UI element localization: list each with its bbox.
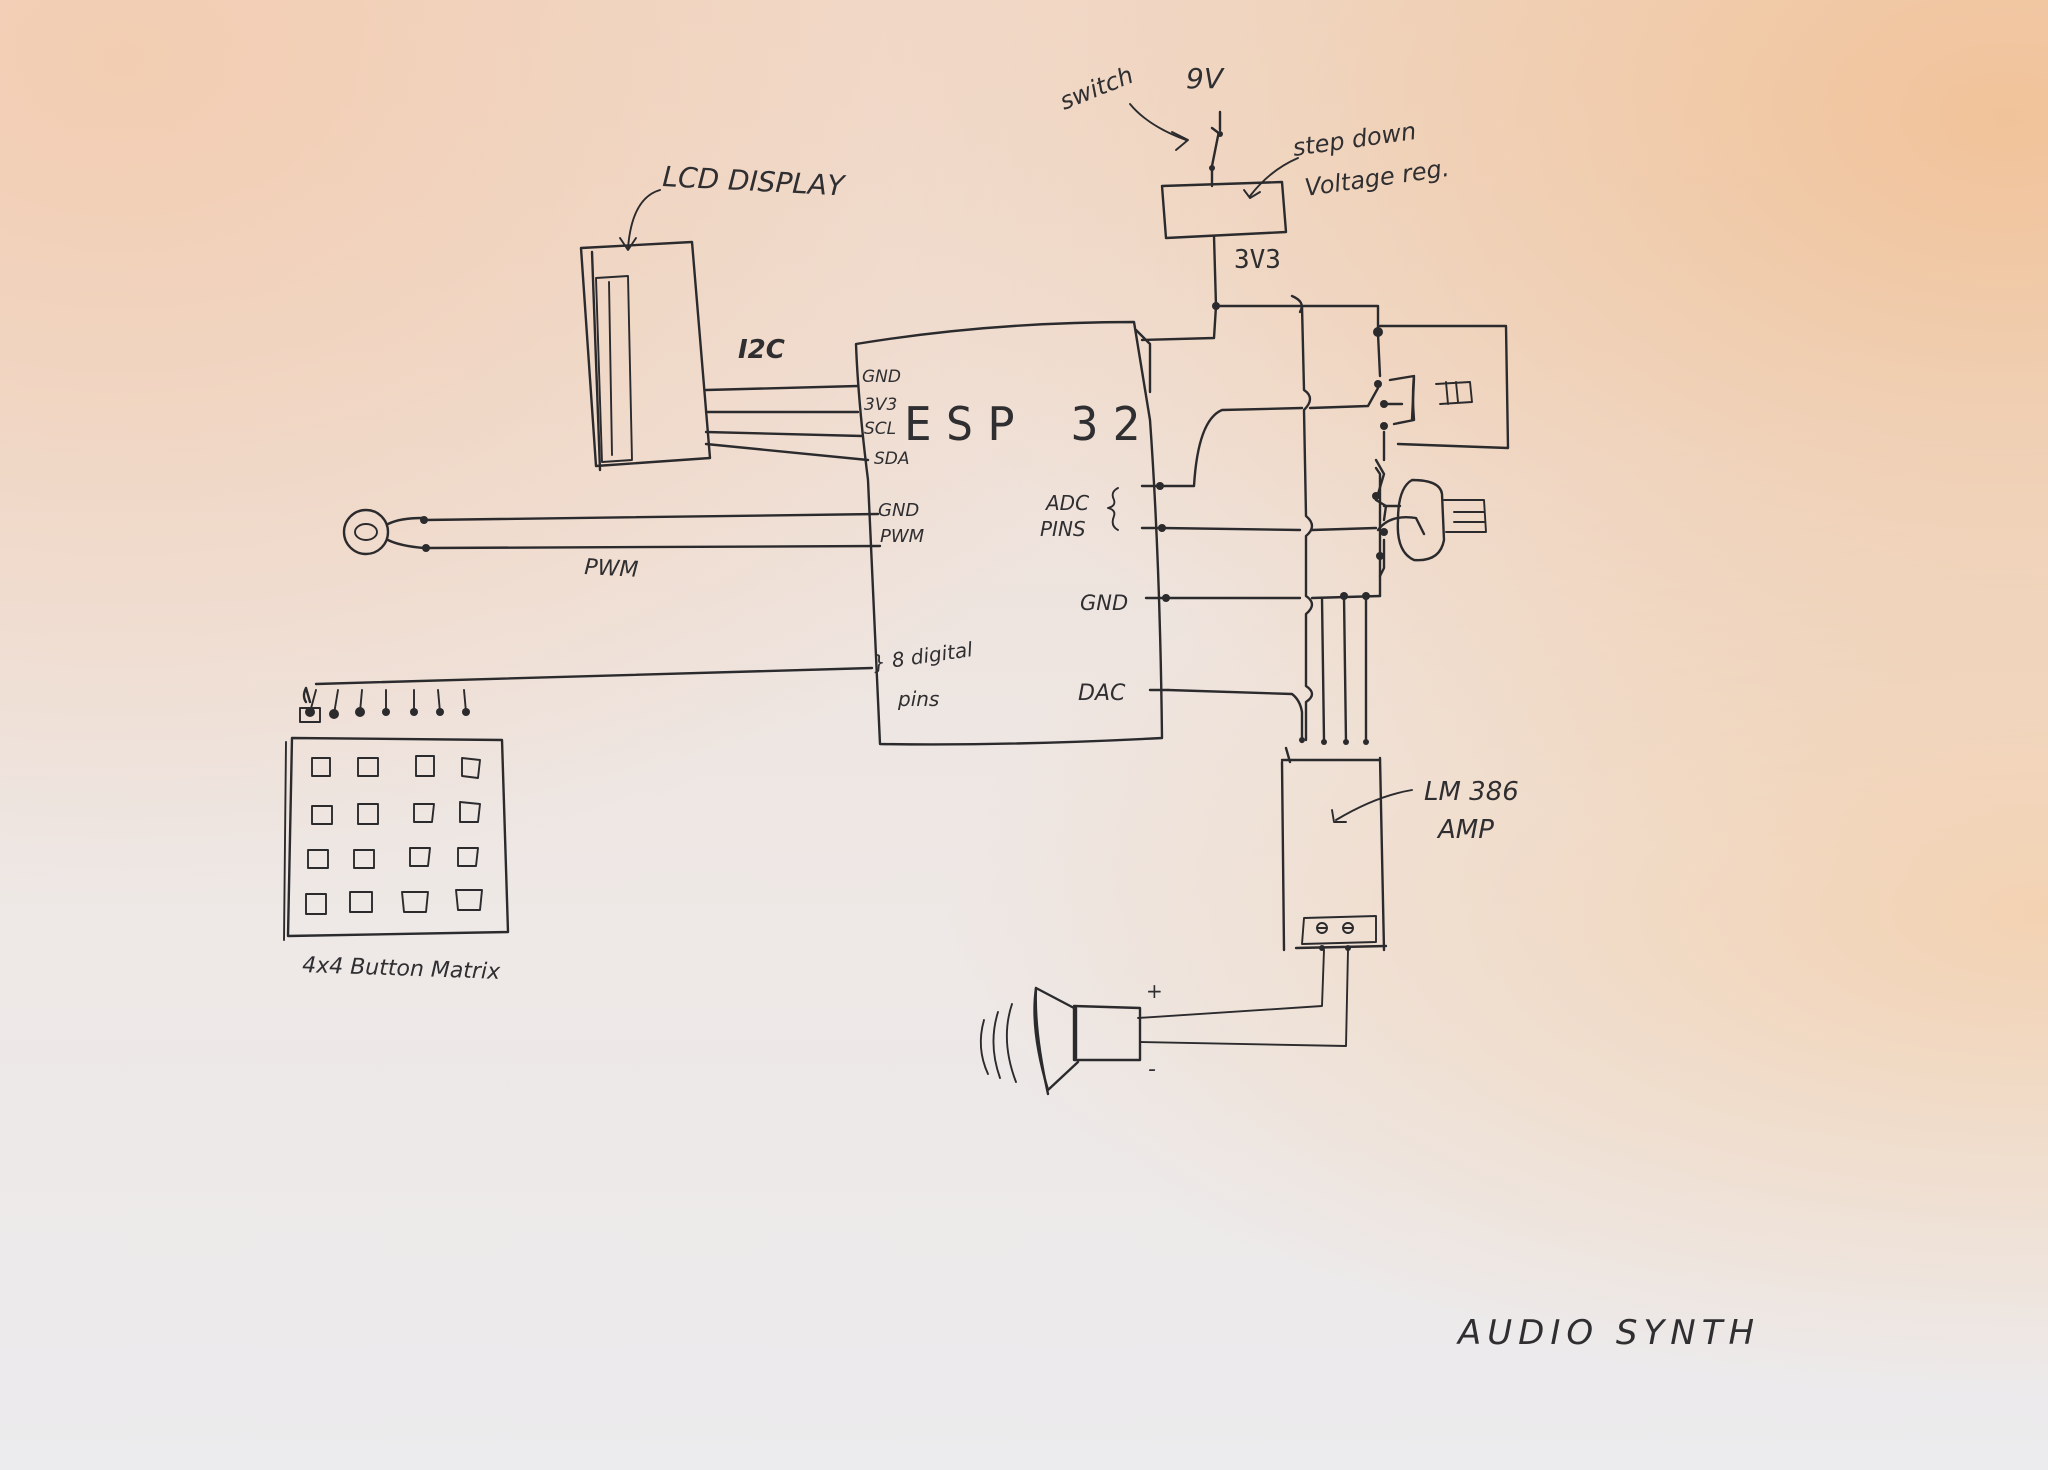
button-matrix-label: 4x4 Button Matrix [302, 953, 502, 985]
battery-label: 9V [1186, 62, 1225, 95]
esp32-pin-gnd-left: GND [878, 500, 919, 521]
lcd-display [579, 189, 712, 472]
power-rail-wires [1140, 234, 1383, 744]
esp32-pin-scl: SCL [864, 419, 896, 439]
pwm-wire-label: PWM [584, 555, 639, 583]
voltage-regulator [1160, 157, 1299, 240]
i2c-wires [704, 384, 870, 462]
lcd-display-label: LCD DISPLAY [662, 160, 847, 203]
esp32-pin-gnd-top: GND [862, 367, 901, 387]
esp32-pin-pwm: PWM [880, 526, 925, 547]
esp32-adc-label: ADC [1044, 491, 1089, 515]
rail-3v3-label: 3V3 [1234, 245, 1281, 275]
power-switch [1129, 103, 1223, 188]
esp32-board [854, 320, 1164, 746]
esp32-digital-pins-label-2: pins [897, 687, 939, 711]
speaker-plus-label: + [1146, 979, 1163, 1003]
potentiometer-1 [1374, 324, 1510, 462]
amplifier-board [1280, 737, 1413, 952]
led-output [342, 508, 882, 556]
esp32-digital-pins-label: } 8 digital [871, 637, 974, 675]
regulator-label-2: Voltage reg. [1303, 154, 1451, 202]
speaker-minus-label: - [1148, 1057, 1156, 1082]
regulator-label-1: step down [1291, 117, 1418, 162]
diagram-title: AUDIO SYNTH [1456, 1313, 1760, 1353]
potentiometer-2 [1372, 458, 1487, 578]
esp32-pin-sda: SDA [874, 449, 910, 469]
amp-label-1: LM 386 [1424, 777, 1519, 807]
esp32-label: ESP 32 [904, 397, 1154, 451]
esp32-gnd-right-label: GND [1080, 591, 1128, 615]
amp-label-2: AMP [1436, 815, 1494, 845]
esp32-adc-label-2: PINS [1040, 517, 1086, 541]
button-matrix [283, 666, 874, 941]
i2c-bus-label: I2C [738, 335, 785, 365]
switch-label: switch [1056, 61, 1138, 116]
speaker [979, 945, 1351, 1096]
esp32-pin-3v3: 3V3 [864, 395, 897, 415]
adc-brace [1107, 487, 1119, 531]
esp32-dac-label: DAC [1078, 681, 1126, 706]
esp32-right-pins [1134, 328, 1170, 692]
